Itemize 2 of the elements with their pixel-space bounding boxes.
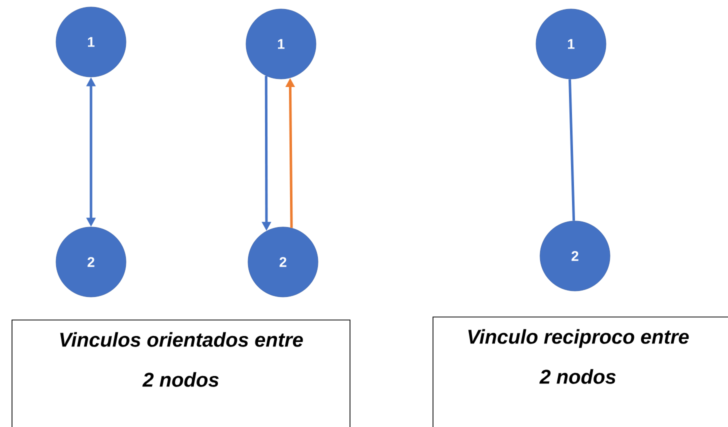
text-box: Vinculos orientados entre 2 nodos: [12, 320, 350, 427]
text-box: Vinculo reciproco entre 2 nodos: [432, 316, 728, 427]
